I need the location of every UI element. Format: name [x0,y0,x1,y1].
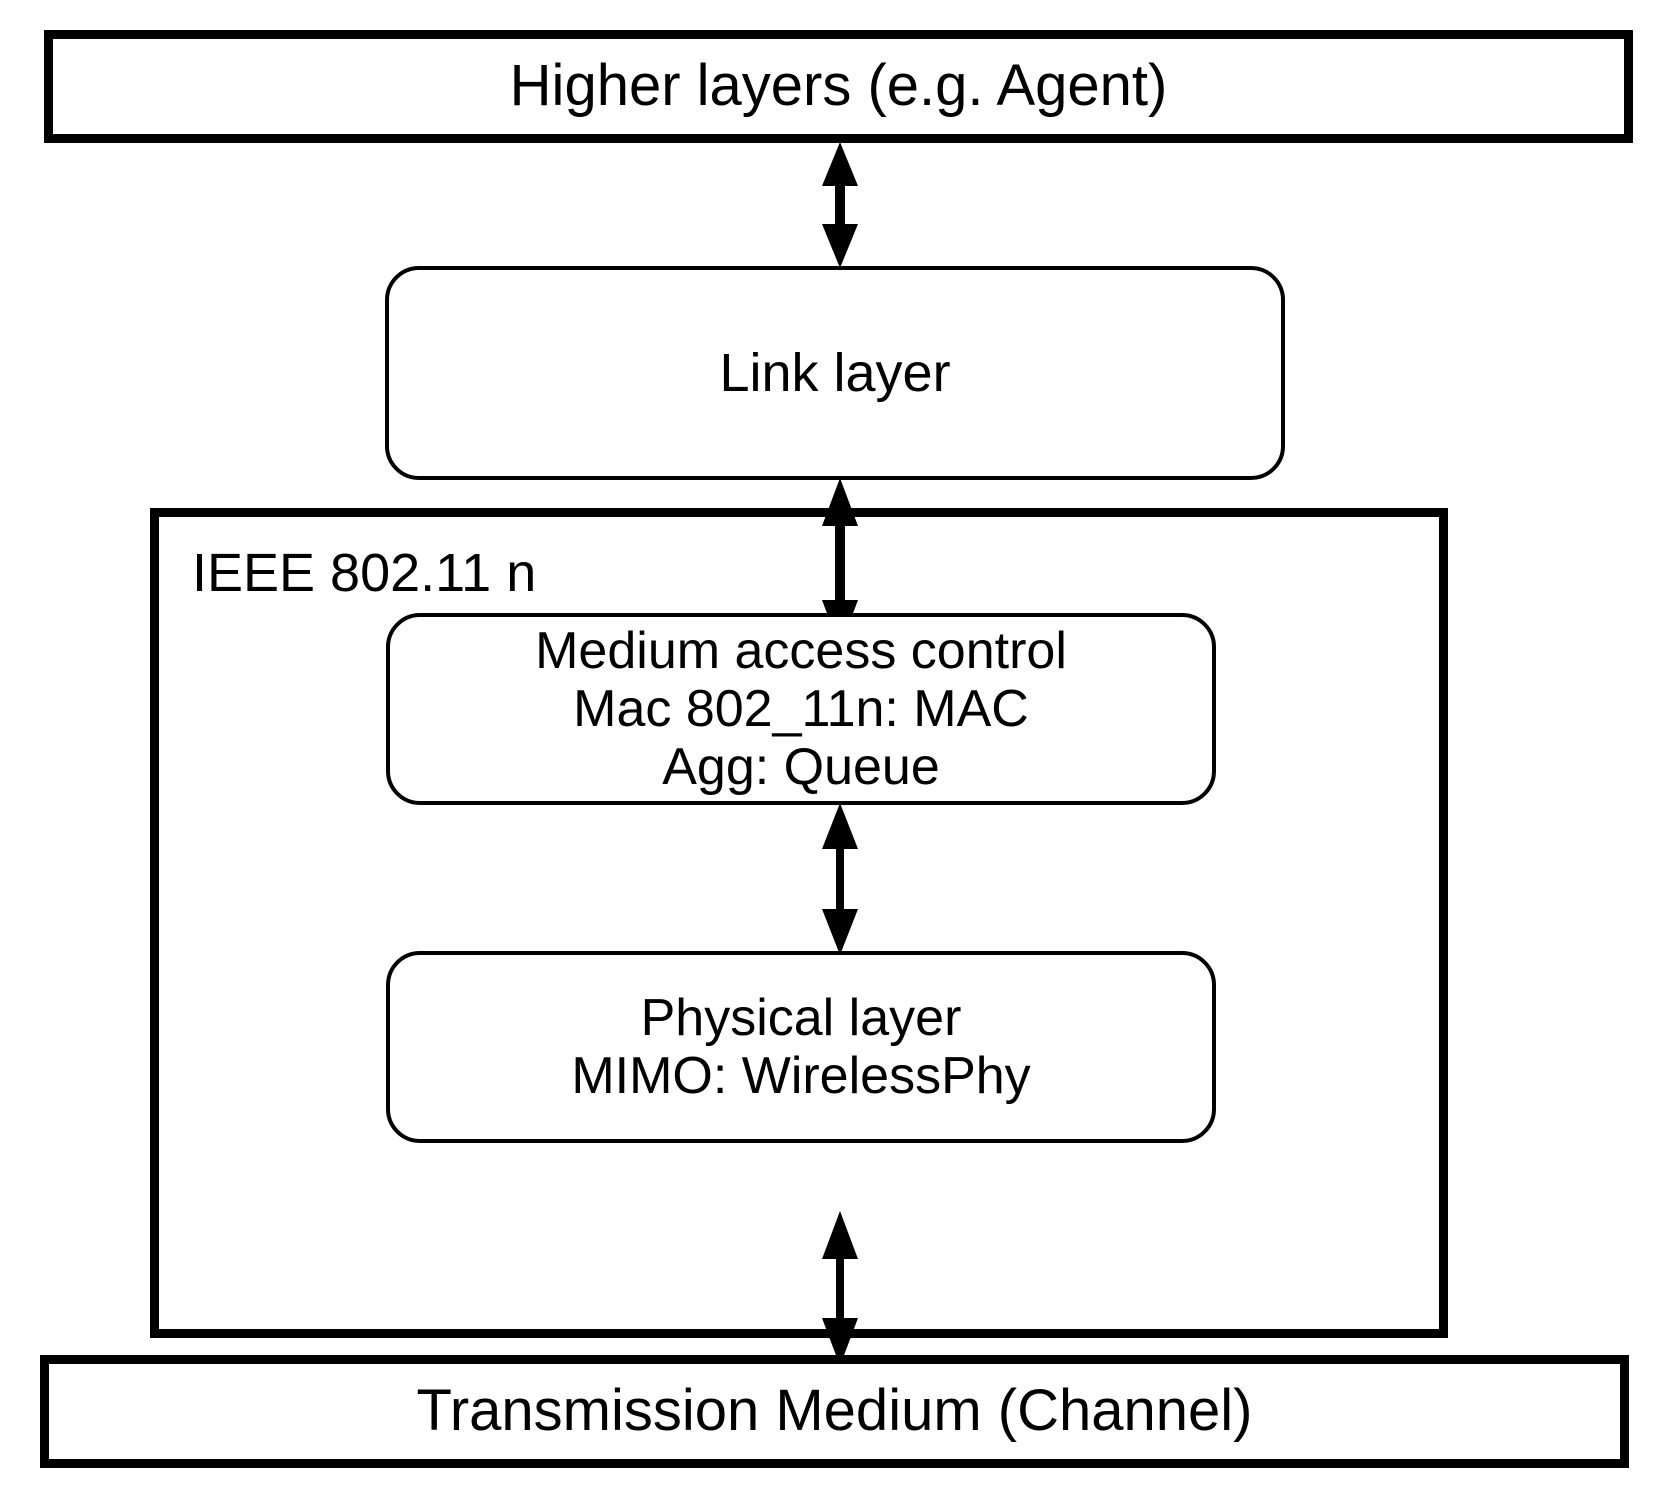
link-layer-label: Link layer [719,342,951,403]
link-layer-block: Link layer [385,266,1285,480]
arrow-mac-to-phy [810,803,870,955]
arrow-higher-layers-to-link-layer [810,142,870,268]
higher-layers-block: Higher layers (e.g. Agent) [44,30,1633,143]
ieee-802-11n-label: IEEE 802.11 n [192,543,537,603]
higher-layers-label: Higher layers (e.g. Agent) [509,53,1168,119]
medium-access-control-label: Medium access control Mac 802_11n: MAC A… [535,621,1067,797]
arrow-phy-to-transmission-medium [810,1211,870,1366]
physical-layer-label: Physical layer MIMO: WirelessPhy [571,988,1031,1105]
medium-access-control-block: Medium access control Mac 802_11n: MAC A… [386,613,1216,805]
transmission-medium-block: Transmission Medium (Channel) [40,1355,1629,1468]
physical-layer-block: Physical layer MIMO: WirelessPhy [386,951,1216,1143]
transmission-medium-label: Transmission Medium (Channel) [416,1378,1253,1444]
